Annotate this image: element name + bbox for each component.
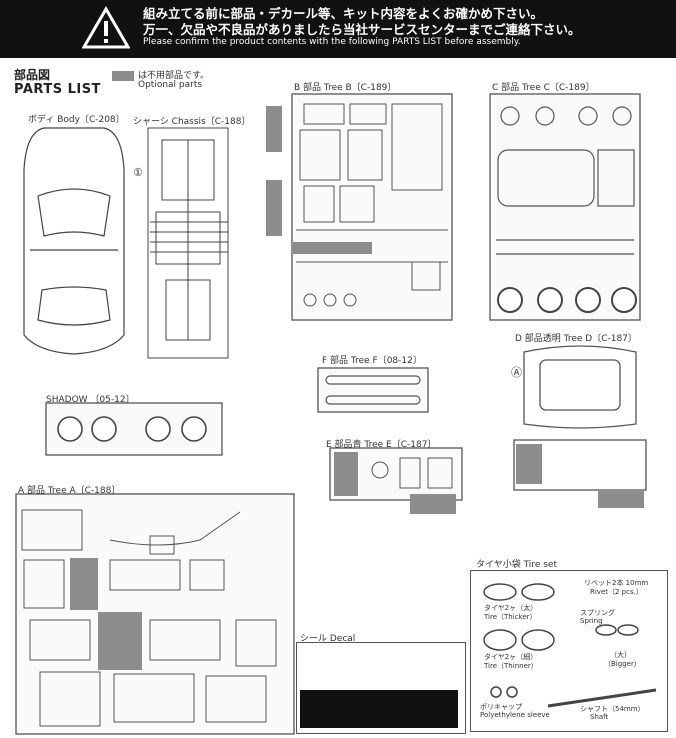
tree-d-label: D 部品透明 Tree D〔C-187〕 bbox=[515, 334, 637, 344]
rivet-label-en: Rivet（2 pcs.） bbox=[590, 588, 643, 596]
tree-b-parts bbox=[296, 103, 448, 307]
tree-a-parts bbox=[21, 509, 277, 727]
body-label: ボディ Body〔C-208〕 bbox=[28, 115, 125, 125]
chassis-number: ① bbox=[133, 166, 143, 179]
tree-e-parts bbox=[371, 457, 453, 489]
polycap-en: Polyethylene sleeve bbox=[480, 711, 550, 719]
chassis-label: シャーシ Chassis〔C-188〕 bbox=[133, 117, 251, 127]
optional-legend-jp: は不用部品です。 bbox=[138, 71, 210, 81]
optional-legend-swatch bbox=[112, 71, 134, 81]
tree-e-optional bbox=[334, 452, 456, 514]
rivet-label-jp: リベット2本 10mm bbox=[584, 579, 649, 587]
tree-b-frame bbox=[291, 93, 453, 321]
banner-line-3: Please confirm the product contents with… bbox=[143, 37, 521, 47]
tire-set-drawings bbox=[483, 583, 657, 708]
tire-thin-en: Tire（Thinner） bbox=[484, 662, 538, 670]
parts-list-title-jp: 部品図 bbox=[14, 68, 51, 82]
tire-thin-jp: タイヤ2ヶ（細） bbox=[484, 653, 538, 661]
shadow-wheels bbox=[57, 416, 207, 442]
spring-jp: スプリング bbox=[580, 609, 615, 617]
warning-banner: 組み立てる前に部品・デカール等、キット内容をよくお確かめ下さい。 万一、欠品や不… bbox=[0, 0, 676, 58]
bigger-jp: （大） bbox=[610, 651, 631, 659]
shadow-label: SHADOW 〔05-12〕 bbox=[46, 395, 135, 405]
spring-en: Spring bbox=[580, 617, 603, 625]
bigger-en: （Bigger） bbox=[604, 660, 641, 668]
shaft-jp: シャフト（54mm） bbox=[580, 705, 645, 713]
tree-c-frame bbox=[489, 93, 641, 321]
polycap-jp: ポリキャップ bbox=[480, 703, 522, 711]
tire-thick-en: Tire（Thicker） bbox=[484, 613, 537, 621]
tree-e-label: E 部品青 Tree E〔C-187〕 bbox=[326, 440, 437, 450]
chassis-drawing bbox=[147, 127, 229, 359]
tree-c-parts bbox=[496, 106, 635, 255]
decal-black-strip bbox=[300, 690, 458, 728]
shaft-en: Shaft bbox=[590, 713, 609, 721]
tire-thick-jp: タイヤ2ヶ（太） bbox=[484, 604, 538, 612]
body-drawing bbox=[23, 127, 125, 355]
tree-d-mark: Ⓐ bbox=[511, 366, 522, 379]
tree-a-optional bbox=[70, 558, 142, 670]
tree-a-label: A 部品 Tree A〔C-188〕 bbox=[18, 486, 121, 496]
warning-triangle-icon bbox=[82, 6, 130, 49]
tire-set-label: タイヤ小袋 Tire set bbox=[476, 560, 557, 570]
tree-f-label: F 部品 Tree F〔08-12〕 bbox=[322, 356, 422, 366]
tire-set-box bbox=[470, 570, 668, 732]
tree-b-label: B 部品 Tree B〔C-189〕 bbox=[294, 83, 397, 93]
tree-d-drawing bbox=[513, 345, 647, 491]
tree-b-optional bbox=[266, 106, 372, 254]
tree-f-frame bbox=[317, 367, 429, 413]
parts-list-title-en: PARTS LIST bbox=[14, 82, 101, 97]
tree-d-optional bbox=[516, 444, 644, 508]
tree-f-parts bbox=[325, 375, 421, 405]
optional-legend-en: Optional parts bbox=[138, 80, 203, 90]
tree-c-wheels bbox=[497, 287, 637, 313]
tree-a-frame bbox=[15, 493, 295, 735]
decal-label: シール Decal bbox=[300, 634, 356, 644]
banner-line-1: 組み立てる前に部品・デカール等、キット内容をよくお確かめ下さい。 bbox=[143, 6, 544, 21]
banner-line-2: 万一、欠品や不良品がありましたら当社サービスセンターまでご連絡下さい。 bbox=[143, 22, 581, 37]
tree-c-label: C 部品 Tree C〔C-189〕 bbox=[492, 83, 595, 93]
